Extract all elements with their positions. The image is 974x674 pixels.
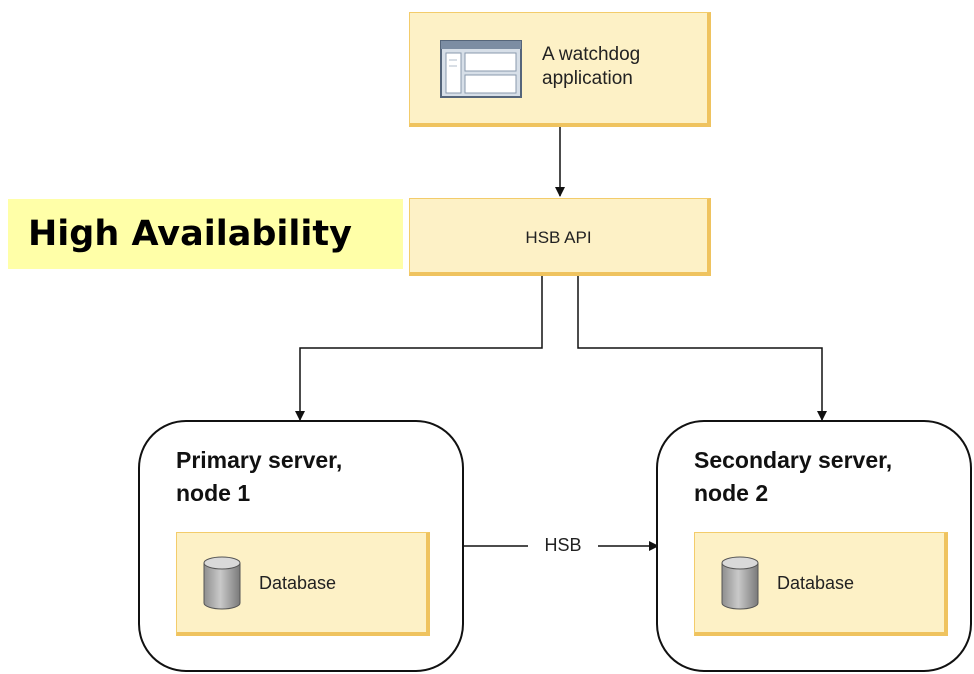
hsb-link-label: HSB: [544, 535, 582, 555]
database-icon: [721, 556, 759, 610]
secondary-database-label: Database: [777, 573, 855, 593]
secondary-server-node: Secondary server, node 2 Database: [656, 420, 972, 672]
primary-database-box: Database: [176, 532, 430, 636]
primary-database-label: Database: [259, 573, 337, 593]
api-to-primary-arrow: [295, 275, 543, 421]
primary-server-title-line2: node 1: [176, 480, 251, 506]
database-icon: [203, 556, 241, 610]
high-availability-banner: High Availability: [8, 199, 403, 269]
secondary-database-box: Database: [694, 532, 948, 636]
primary-server-title-line1: Primary server,: [176, 447, 343, 473]
secondary-server-title-line2: node 2: [694, 480, 769, 506]
watchdog-label-line2: application: [542, 68, 633, 89]
watchdog-box: A watchdog application: [409, 12, 711, 127]
watchdog-label-line1: A watchdog: [542, 44, 641, 65]
application-window-icon: [440, 40, 522, 98]
hsb-api-box: HSB API: [409, 198, 711, 276]
hsb-api-label: HSB API: [525, 228, 592, 247]
primary-server-node: Primary server, node 1 Database: [138, 420, 464, 672]
secondary-server-title-line1: Secondary server,: [694, 447, 893, 473]
api-to-secondary-arrow: [577, 275, 827, 421]
